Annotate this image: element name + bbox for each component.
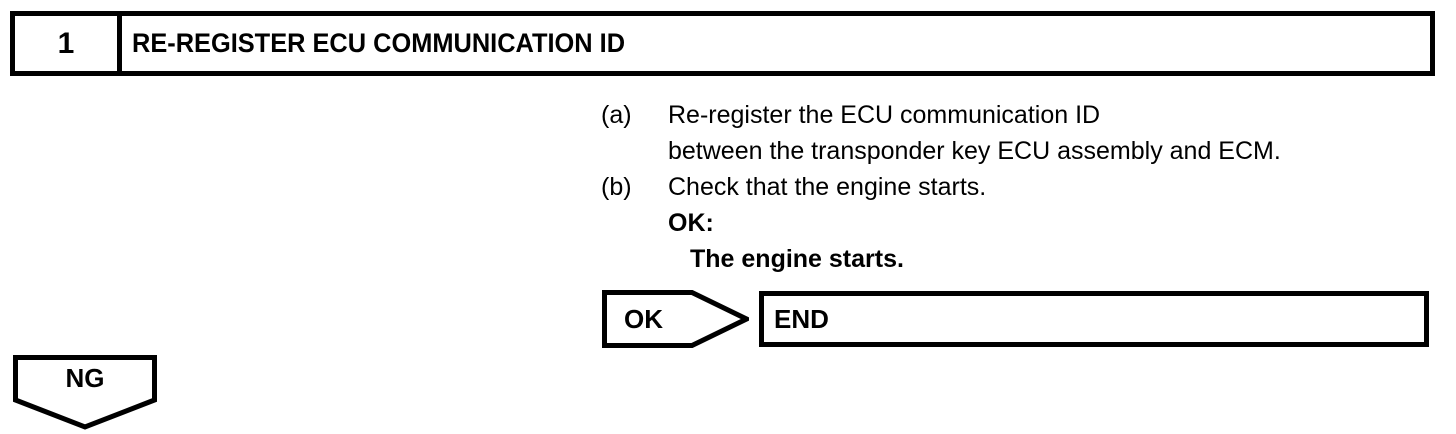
procedure-step-b-body: Check that the engine starts. OK: The en… xyxy=(668,169,1441,277)
procedure-step-a: (a) Re-register the ECU communication ID… xyxy=(601,97,1441,169)
step-number: 1 xyxy=(57,26,75,60)
procedure-step-b: (b) Check that the engine starts. OK: Th… xyxy=(601,169,1441,277)
procedure-block: (a) Re-register the ECU communication ID… xyxy=(601,97,1441,277)
step-title-cell: RE-REGISTER ECU COMMUNICATION ID xyxy=(122,16,1430,71)
step-title: RE-REGISTER ECU COMMUNICATION ID xyxy=(132,28,626,58)
procedure-ok-heading: OK: xyxy=(668,209,714,237)
step-header-bar: 1 RE-REGISTER ECU COMMUNICATION ID xyxy=(10,11,1435,76)
end-terminator-box: END xyxy=(759,291,1429,347)
ok-connector-arrow: OK xyxy=(602,290,749,348)
ng-connector-banner: NG xyxy=(13,355,157,434)
procedure-step-a-line-1: Re-register the ECU communication ID xyxy=(668,101,1101,129)
ng-banner-shape xyxy=(13,355,157,430)
procedure-step-a-label: (a) xyxy=(601,101,632,129)
procedure-step-b-line-1: Check that the engine starts. xyxy=(668,173,987,201)
result-flow-row: OK END xyxy=(602,290,1429,348)
procedure-ok-criterion: The engine starts. xyxy=(690,245,904,273)
procedure-step-a-line-2: between the transponder key ECU assembly… xyxy=(668,137,1281,165)
ok-connector-label: OK xyxy=(624,304,663,334)
ng-connector-label: NG xyxy=(65,363,105,393)
ok-arrow-shape xyxy=(602,290,749,348)
step-number-cell: 1 xyxy=(15,16,122,71)
procedure-step-a-body: Re-register the ECU communication ID bet… xyxy=(668,97,1441,169)
end-terminator-label: END xyxy=(774,304,829,334)
procedure-step-b-label: (b) xyxy=(601,173,632,201)
